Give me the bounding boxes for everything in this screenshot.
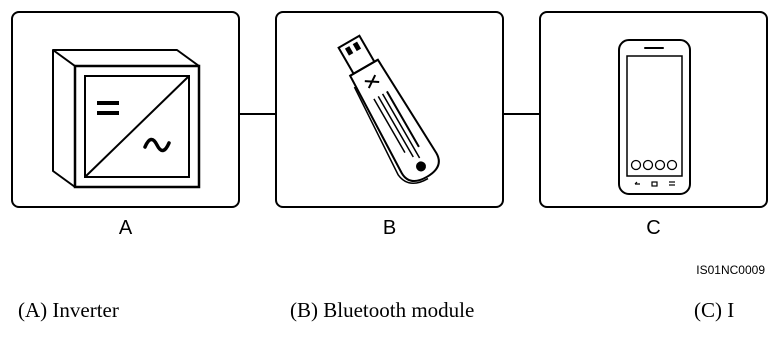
caption-c: (C) I — [694, 298, 735, 322]
diagram-box-a — [11, 11, 240, 208]
figure-id: IS01NC0009 — [696, 263, 765, 277]
caption-a: (A) Inverter — [18, 298, 119, 322]
label-b: B — [382, 217, 397, 239]
connector-a-b — [240, 113, 275, 115]
label-a: A — [118, 217, 133, 239]
smartphone-icon — [618, 39, 691, 195]
label-c: C — [646, 217, 661, 239]
bluetooth-usb-module-icon — [337, 34, 440, 184]
caption-b: (B) Bluetooth module — [290, 298, 475, 322]
inverter-icon — [52, 49, 201, 189]
diagram-box-c — [539, 11, 768, 208]
diagram-box-b — [275, 11, 504, 208]
connector-b-c — [504, 113, 539, 115]
